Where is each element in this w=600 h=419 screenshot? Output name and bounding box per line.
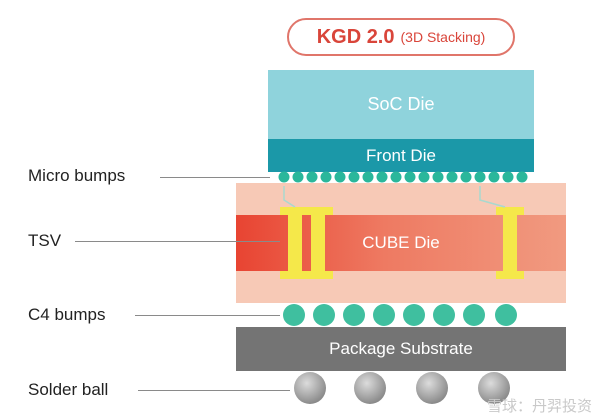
soc-die-label: SoC Die [367,94,435,114]
diagram-title: KGD 2.0 (3D Stacking) [287,18,515,56]
tsv-pillar-left [280,207,333,279]
cube-die-layer: CUBE Die [236,215,566,271]
micro-bump [446,171,458,183]
label-c4-bumps: C4 bumps [28,305,106,324]
package-substrate-label: Package Substrate [329,339,473,358]
micro-bump [418,171,430,183]
c4-bump [283,304,305,326]
leader-solder-ball [138,390,290,391]
label-solder-ball: Solder ball [28,380,109,399]
cube-die-label: CUBE Die [362,233,440,252]
micro-bump [348,171,360,183]
micro-bump [460,171,472,183]
label-tsv: TSV [28,231,62,250]
c4-bump [403,304,425,326]
label-micro-bumps: Micro bumps [28,166,126,185]
micro-bump [474,171,486,183]
c4-bump [373,304,395,326]
c4-bumps [283,304,517,326]
micro-bump [432,171,444,183]
micro-bump [516,171,528,183]
c4-bump [433,304,455,326]
solder-ball [294,372,326,404]
micro-bumps [278,171,528,183]
micro-bump [376,171,388,183]
micro-bump [502,171,514,183]
c4-bump [495,304,517,326]
c4-bump [313,304,335,326]
leader-micro-bumps [160,177,270,178]
micro-bump [278,171,290,183]
c4-bump [343,304,365,326]
micro-bump [488,171,500,183]
solder-ball [416,372,448,404]
micro-bump [334,171,346,183]
micro-bump [306,171,318,183]
watermark: 雪球：丹羿投资 [486,398,592,415]
title-subtitle: (3D Stacking) [400,29,486,45]
micro-bump [362,171,374,183]
leader-c4-bumps [135,315,280,316]
title-main: KGD 2.0 [316,25,395,48]
c4-bump [463,304,485,326]
front-die-layer: Front Die [268,139,534,172]
solder-ball [354,372,386,404]
micro-bump [292,171,304,183]
micro-bump [404,171,416,183]
leader-tsv [75,241,280,242]
front-die-label: Front Die [366,145,436,165]
solder-balls [294,372,510,404]
soc-die-layer: SoC Die [268,70,534,139]
micro-bump [390,171,402,183]
solder-ball [478,372,510,404]
micro-bump [320,171,332,183]
tsv-pillar-right [496,207,524,279]
package-substrate-layer: Package Substrate [236,327,566,371]
